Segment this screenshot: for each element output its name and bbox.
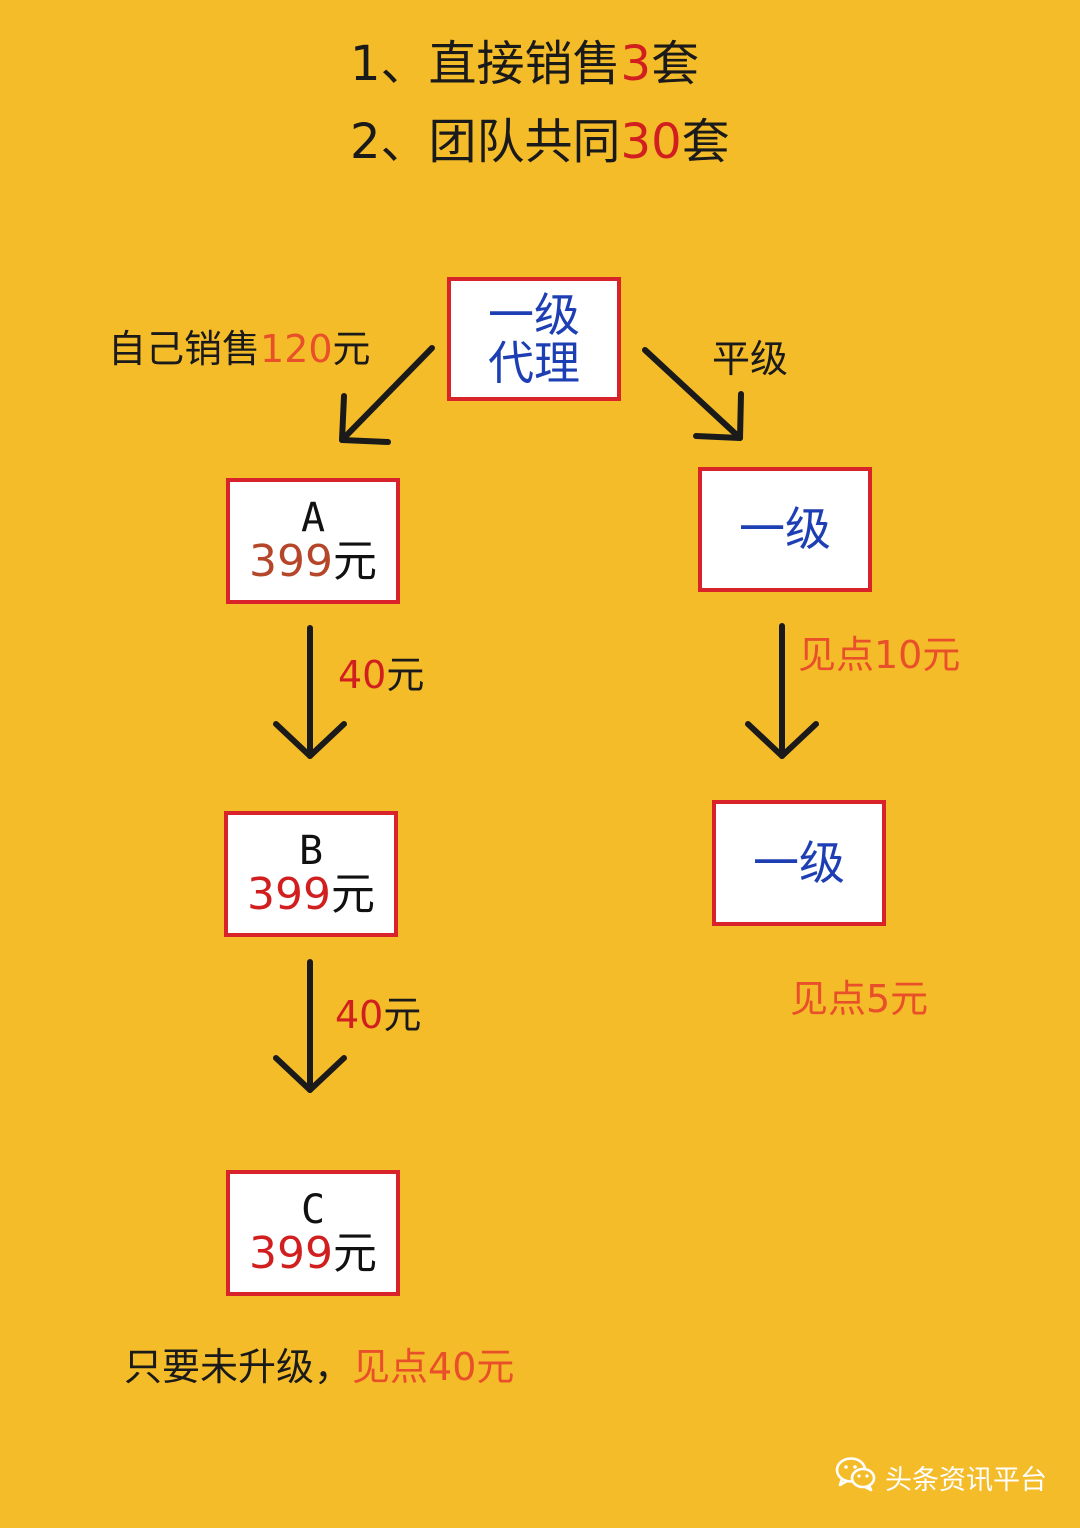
- arrow-a-to-b: [273, 625, 347, 759]
- arrow-top-to-right: [642, 347, 744, 441]
- right-peer-box-2: 一级: [712, 800, 886, 926]
- box-b: B 399元: [224, 811, 398, 937]
- box-c: C 399元: [226, 1170, 400, 1296]
- box-c-letter: C: [300, 1186, 326, 1233]
- right-arrow-label: 平级: [712, 337, 789, 381]
- arrow-ab-unit: 元: [386, 653, 425, 697]
- arrow-bc-label: 40元: [335, 996, 421, 1034]
- header-line-2-number: 30: [620, 114, 682, 170]
- arrow-top-to-a: [339, 345, 435, 445]
- box-b-price: 399元: [247, 868, 375, 920]
- arrow-ab-amount: 40: [338, 653, 387, 697]
- box-a: A 399元: [226, 478, 400, 604]
- box-c-unit: 元: [332, 1227, 377, 1279]
- right-box-2-text: 一级: [753, 835, 845, 890]
- left-arrow-label-unit: 元: [332, 327, 371, 371]
- header-line-2-suffix: 套: [681, 114, 730, 170]
- box-b-unit: 元: [330, 868, 375, 920]
- bottom-note-prefix: 只要未升级，: [124, 1345, 353, 1389]
- box-c-price: 399元: [249, 1227, 377, 1279]
- top-box-line-1: 一级: [488, 287, 580, 342]
- header-line-1-number: 3: [620, 36, 652, 92]
- wechat-icon: [835, 1456, 877, 1499]
- right-bottom-note: 见点5元: [790, 977, 929, 1021]
- top-agent-box: 一级 代理: [447, 277, 621, 401]
- top-box-line-2: 代理: [488, 336, 580, 390]
- arrow-b-to-c: [273, 959, 347, 1093]
- box-b-letter: B: [298, 827, 324, 874]
- box-a-price: 399元: [249, 535, 377, 587]
- bottom-note: 只要未升级，见点40元: [124, 1348, 514, 1386]
- watermark-text: 头条资讯平台: [885, 1465, 1047, 1496]
- arrow-bc-amount: 40: [335, 993, 384, 1037]
- watermark: 头条资讯平台: [835, 1456, 1047, 1499]
- header-line-1-prefix: 1、直接销售: [350, 36, 621, 92]
- arrow-bc-unit: 元: [383, 993, 422, 1037]
- arrow-right-1-to-right-2: [745, 623, 819, 759]
- left-arrow-label: 自己销售120元: [108, 330, 371, 368]
- header-line-2-prefix: 2、团队共同: [350, 114, 621, 170]
- box-a-amount: 399: [249, 535, 333, 587]
- left-arrow-label-amount: 120: [260, 327, 333, 371]
- right-peer-box-1: 一级: [698, 467, 872, 592]
- header-line-2: 2、团队共同30套: [350, 118, 730, 166]
- box-c-amount: 399: [249, 1227, 333, 1279]
- bottom-note-highlight: 见点40元: [352, 1345, 515, 1389]
- header-line-1-suffix: 套: [651, 36, 700, 92]
- arrow-ab-label: 40元: [338, 656, 424, 694]
- box-a-unit: 元: [332, 535, 377, 587]
- box-b-amount: 399: [247, 868, 331, 920]
- right-arrow-2-label: 见点10元: [798, 633, 961, 677]
- header-line-1: 1、直接销售3套: [350, 40, 699, 88]
- box-a-letter: A: [300, 494, 326, 541]
- right-box-1-text: 一级: [739, 502, 831, 557]
- left-arrow-label-text: 自己销售: [108, 327, 261, 371]
